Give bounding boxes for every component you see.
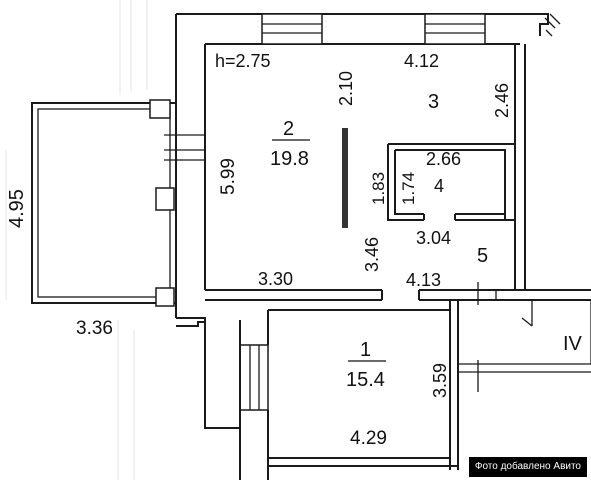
room-4-walls <box>387 143 515 221</box>
dim-room4-bottom: 3.04 <box>416 228 451 248</box>
dim-room2-top: 2.10 <box>336 71 356 106</box>
dim-room2-bottom: 3.30 <box>258 269 293 289</box>
dim-room5-width: 4.13 <box>406 270 441 290</box>
balcony-outline <box>31 99 177 307</box>
dim-room2-side: 5.99 <box>218 158 239 195</box>
room-1-number: 1 <box>360 339 371 361</box>
apartment-walls <box>164 13 591 480</box>
dim-balcony-height: 4.95 <box>6 189 28 228</box>
room-2-area: 19.8 <box>270 148 309 170</box>
room-1-area: 15.4 <box>346 369 385 391</box>
dim-room1-side: 3.59 <box>430 363 450 398</box>
dim-room3-top: 4.12 <box>404 51 439 71</box>
dim-balcony-width: 3.36 <box>76 318 113 339</box>
room-2-number: 2 <box>283 118 294 140</box>
dim-partition-length: 3.46 <box>362 237 382 272</box>
dim-room4-left-inner: 1.74 <box>399 172 418 205</box>
dim-room1-bottom: 4.29 <box>350 428 387 449</box>
ceiling-height-label: h=2.75 <box>215 51 271 71</box>
avito-watermark: Фото добавлено Авито <box>468 457 587 477</box>
dim-room4-left-outer: 1.83 <box>369 172 388 205</box>
room-5-number: 5 <box>477 245 488 267</box>
scan-noise <box>5 0 148 480</box>
dim-room3-right: 2.46 <box>492 83 512 118</box>
room-4-number: 4 <box>434 176 444 196</box>
dim-room4-top: 2.66 <box>426 149 461 169</box>
room-3-number: 3 <box>428 91 439 113</box>
room-iv-number: IV <box>563 333 583 355</box>
